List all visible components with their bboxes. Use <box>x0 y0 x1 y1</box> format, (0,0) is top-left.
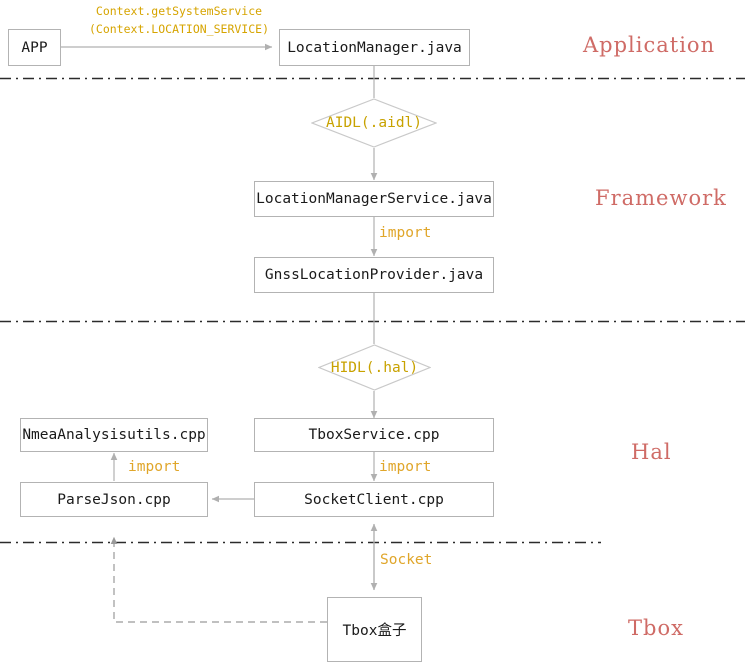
edge-label-get-system-service: Context.getSystemService (Context.LOCATI… <box>84 2 274 38</box>
diamond-aidl[interactable]: AIDL(.aidl) <box>310 98 438 148</box>
layer-title-framework: Framework <box>595 186 727 210</box>
diamond-hidl-label: HIDL(.hal) <box>330 359 419 376</box>
edge-label-import-hal-left: import <box>128 459 181 475</box>
layer-title-hal: Hal <box>631 440 672 464</box>
layer-title-application: Application <box>583 33 716 57</box>
edge-label-import-framework: import <box>379 225 432 241</box>
node-app[interactable]: APP <box>8 29 61 66</box>
node-location-manager-service[interactable]: LocationManagerService.java <box>254 181 494 217</box>
diamond-aidl-label: AIDL(.aidl) <box>325 115 423 131</box>
node-gnss-location-provider[interactable]: GnssLocationProvider.java <box>254 257 494 293</box>
edge-label-import-hal-right: import <box>379 459 432 475</box>
node-tbox-service[interactable]: TboxService.cpp <box>254 418 494 452</box>
edge-tbox-device-to-parse-json-dashed <box>110 536 327 623</box>
diamond-hidl-shape <box>317 344 432 391</box>
diamond-aidl-shape <box>310 98 438 148</box>
node-tbox-device[interactable]: Tbox盒子 <box>327 597 422 662</box>
node-socket-client[interactable]: SocketClient.cpp <box>254 482 494 517</box>
node-nmea-analysis-utils[interactable]: NmeaAnalysisutils.cpp <box>20 418 208 452</box>
edge-label-socket: Socket <box>380 552 433 568</box>
edge-label-line1: Context.getSystemService <box>95 4 263 18</box>
edge-label-line2: (Context.LOCATION_SERVICE) <box>88 22 269 36</box>
node-location-manager[interactable]: LocationManager.java <box>279 29 470 66</box>
diamond-hidl[interactable]: HIDL(.hal) <box>317 344 432 391</box>
node-parse-json[interactable]: ParseJson.cpp <box>20 482 208 517</box>
layer-title-tbox: Tbox <box>628 616 684 640</box>
